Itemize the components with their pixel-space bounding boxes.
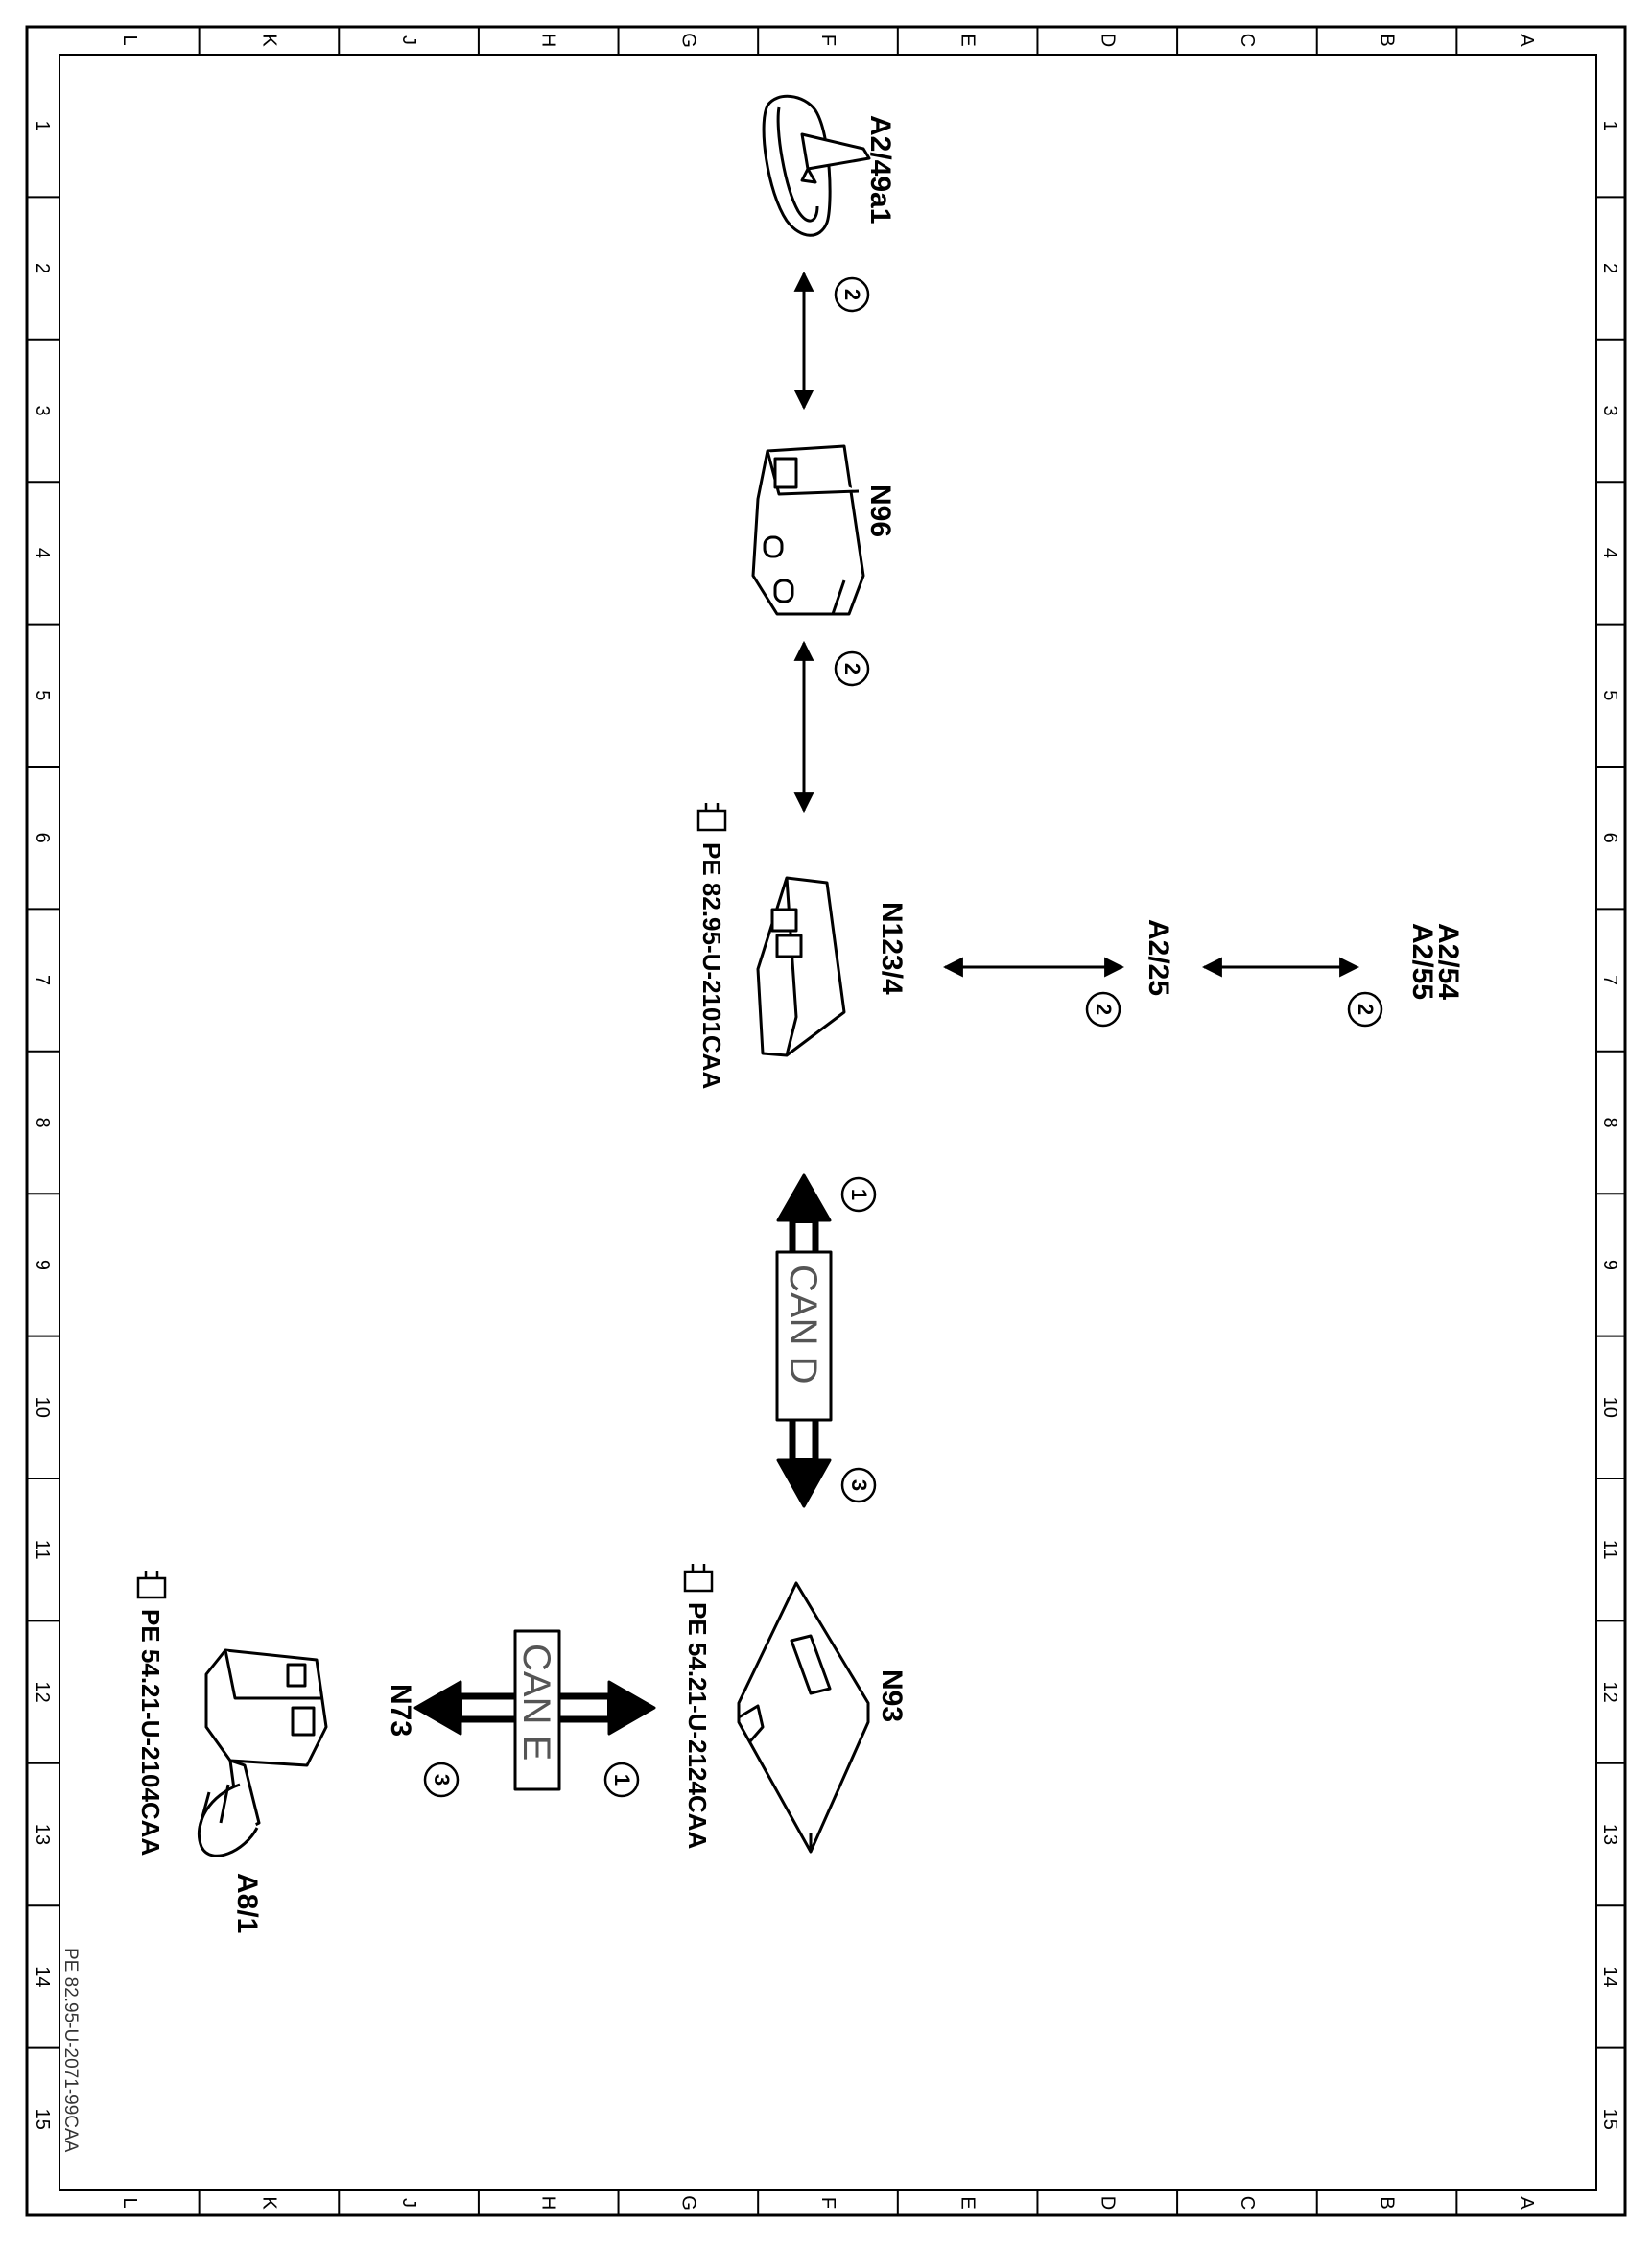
zone-label: E (957, 2196, 979, 2209)
svg-text:3: 3 (430, 1774, 454, 1786)
a2-54-label: A2/54 (1432, 923, 1464, 1000)
zone-label: G (677, 2195, 698, 2211)
marker-circle: 2 (1085, 991, 1121, 1028)
can-d-label: CAN D (782, 1265, 824, 1384)
svg-text:3: 3 (847, 1479, 871, 1491)
zone-label: H (538, 34, 559, 47)
zone-label: 2 (32, 263, 53, 273)
zone-label: J (398, 2198, 419, 2208)
pointing-hand-icon (696, 803, 727, 832)
zone-label: L (119, 35, 140, 45)
zone-label: 7 (1599, 975, 1620, 985)
zone-label: B (1377, 34, 1398, 46)
svg-text:2: 2 (1092, 1004, 1116, 1015)
zone-label: 5 (32, 690, 53, 700)
n73-label: N73 (385, 1684, 416, 1737)
zone-label: 13 (32, 1824, 53, 1845)
marker-circle: 3 (840, 1467, 877, 1503)
zone-label: A (1516, 34, 1537, 47)
antenna-icon (762, 94, 871, 237)
a2-25-label: A2/25 (1143, 919, 1174, 996)
zone-label: 7 (32, 975, 53, 985)
zone-label: 1 (1599, 121, 1620, 131)
zone-label: 6 (32, 833, 53, 843)
zone-label: 5 (1599, 690, 1620, 700)
a8-1-label: A8/1 (231, 1873, 263, 1933)
can-d-bus (775, 1173, 833, 1508)
zone-label: G (677, 33, 698, 48)
zone-label: 15 (32, 2109, 53, 2130)
zone-label: 10 (32, 1397, 53, 1418)
can-e-label: CAN E (515, 1644, 557, 1761)
zone-label: H (538, 2196, 559, 2210)
zone-label: 15 (1599, 2109, 1620, 2130)
zone-label: 12 (1599, 1681, 1620, 1702)
zone-label: B (1377, 2196, 1398, 2209)
zone-label: L (119, 2197, 140, 2208)
a2-55-label: A2/55 (1406, 923, 1438, 1000)
zone-label: 14 (1599, 1966, 1620, 1987)
marker-circle: 2 (834, 276, 870, 313)
zone-label: F (817, 2197, 838, 2209)
a2-49a1-label: A2/49a1 (864, 115, 896, 224)
zone-label: 3 (32, 405, 53, 415)
n96-control-unit-icon (751, 444, 865, 616)
zone-label: 11 (32, 1540, 53, 1560)
marker-circle: 1 (840, 1176, 877, 1213)
key-ignition-icon (197, 1648, 328, 1857)
svg-text:2: 2 (1354, 1004, 1378, 1015)
zone-label: 2 (1599, 263, 1620, 273)
n123-4-label: N123/4 (876, 902, 908, 995)
svg-text:1: 1 (610, 1774, 634, 1786)
marker-circle: 2 (1347, 991, 1383, 1028)
zone-label: K (258, 34, 279, 47)
zone-label: 14 (32, 1966, 53, 1987)
zone-label: 4 (1599, 548, 1620, 558)
pointing-hand-icon (683, 1564, 714, 1593)
zone-grid-ticks (27, 27, 1625, 2215)
svg-text:2: 2 (840, 289, 864, 300)
zone-label: C (1237, 34, 1258, 47)
zone-label: 13 (1599, 1824, 1620, 1845)
zone-label: 4 (32, 548, 53, 558)
zone-label: 3 (1599, 405, 1620, 415)
zone-label: D (1097, 2196, 1118, 2210)
zone-label: 11 (1599, 1540, 1620, 1560)
marker-circle: 2 (834, 650, 870, 687)
zone-label: 8 (32, 1117, 53, 1127)
svg-text:1: 1 (847, 1189, 871, 1200)
zone-label: 6 (1599, 833, 1620, 843)
n123-reference: PE 82.95-U-2101CAA (697, 842, 726, 1089)
a8-reference: PE 54.21-U-2104CAA (136, 1609, 165, 1856)
n93-control-unit-icon (737, 1581, 870, 1854)
sheet-id: PE 82.95-U-2071-99CAA (60, 1948, 81, 2153)
n123-4-control-unit-icon (756, 876, 846, 1057)
zone-label: F (817, 35, 838, 46)
zone-label: J (398, 35, 419, 45)
n93-reference: PE 54.21-U-2124CAA (683, 1602, 712, 1849)
zone-label: 9 (32, 1260, 53, 1270)
marker-circle: 3 (423, 1762, 460, 1798)
drawing-frame (25, 25, 1627, 2217)
can-e-bus (413, 1629, 656, 1791)
marker-circle: 1 (603, 1762, 640, 1798)
svg-text:2: 2 (840, 663, 864, 674)
zone-label: D (1097, 34, 1118, 47)
n96-label: N96 (864, 485, 896, 537)
zone-label: K (258, 2196, 279, 2210)
zone-label: E (957, 34, 979, 46)
zone-label: 12 (32, 1681, 53, 1702)
zone-label: 10 (1599, 1397, 1620, 1418)
zone-label: 1 (32, 121, 53, 131)
n93-label: N93 (876, 1669, 908, 1722)
pointing-hand-icon (136, 1571, 167, 1599)
zone-label: 8 (1599, 1117, 1620, 1127)
zone-label: C (1237, 2196, 1258, 2210)
zone-label: 9 (1599, 1260, 1620, 1270)
zone-label: A (1516, 2196, 1537, 2210)
